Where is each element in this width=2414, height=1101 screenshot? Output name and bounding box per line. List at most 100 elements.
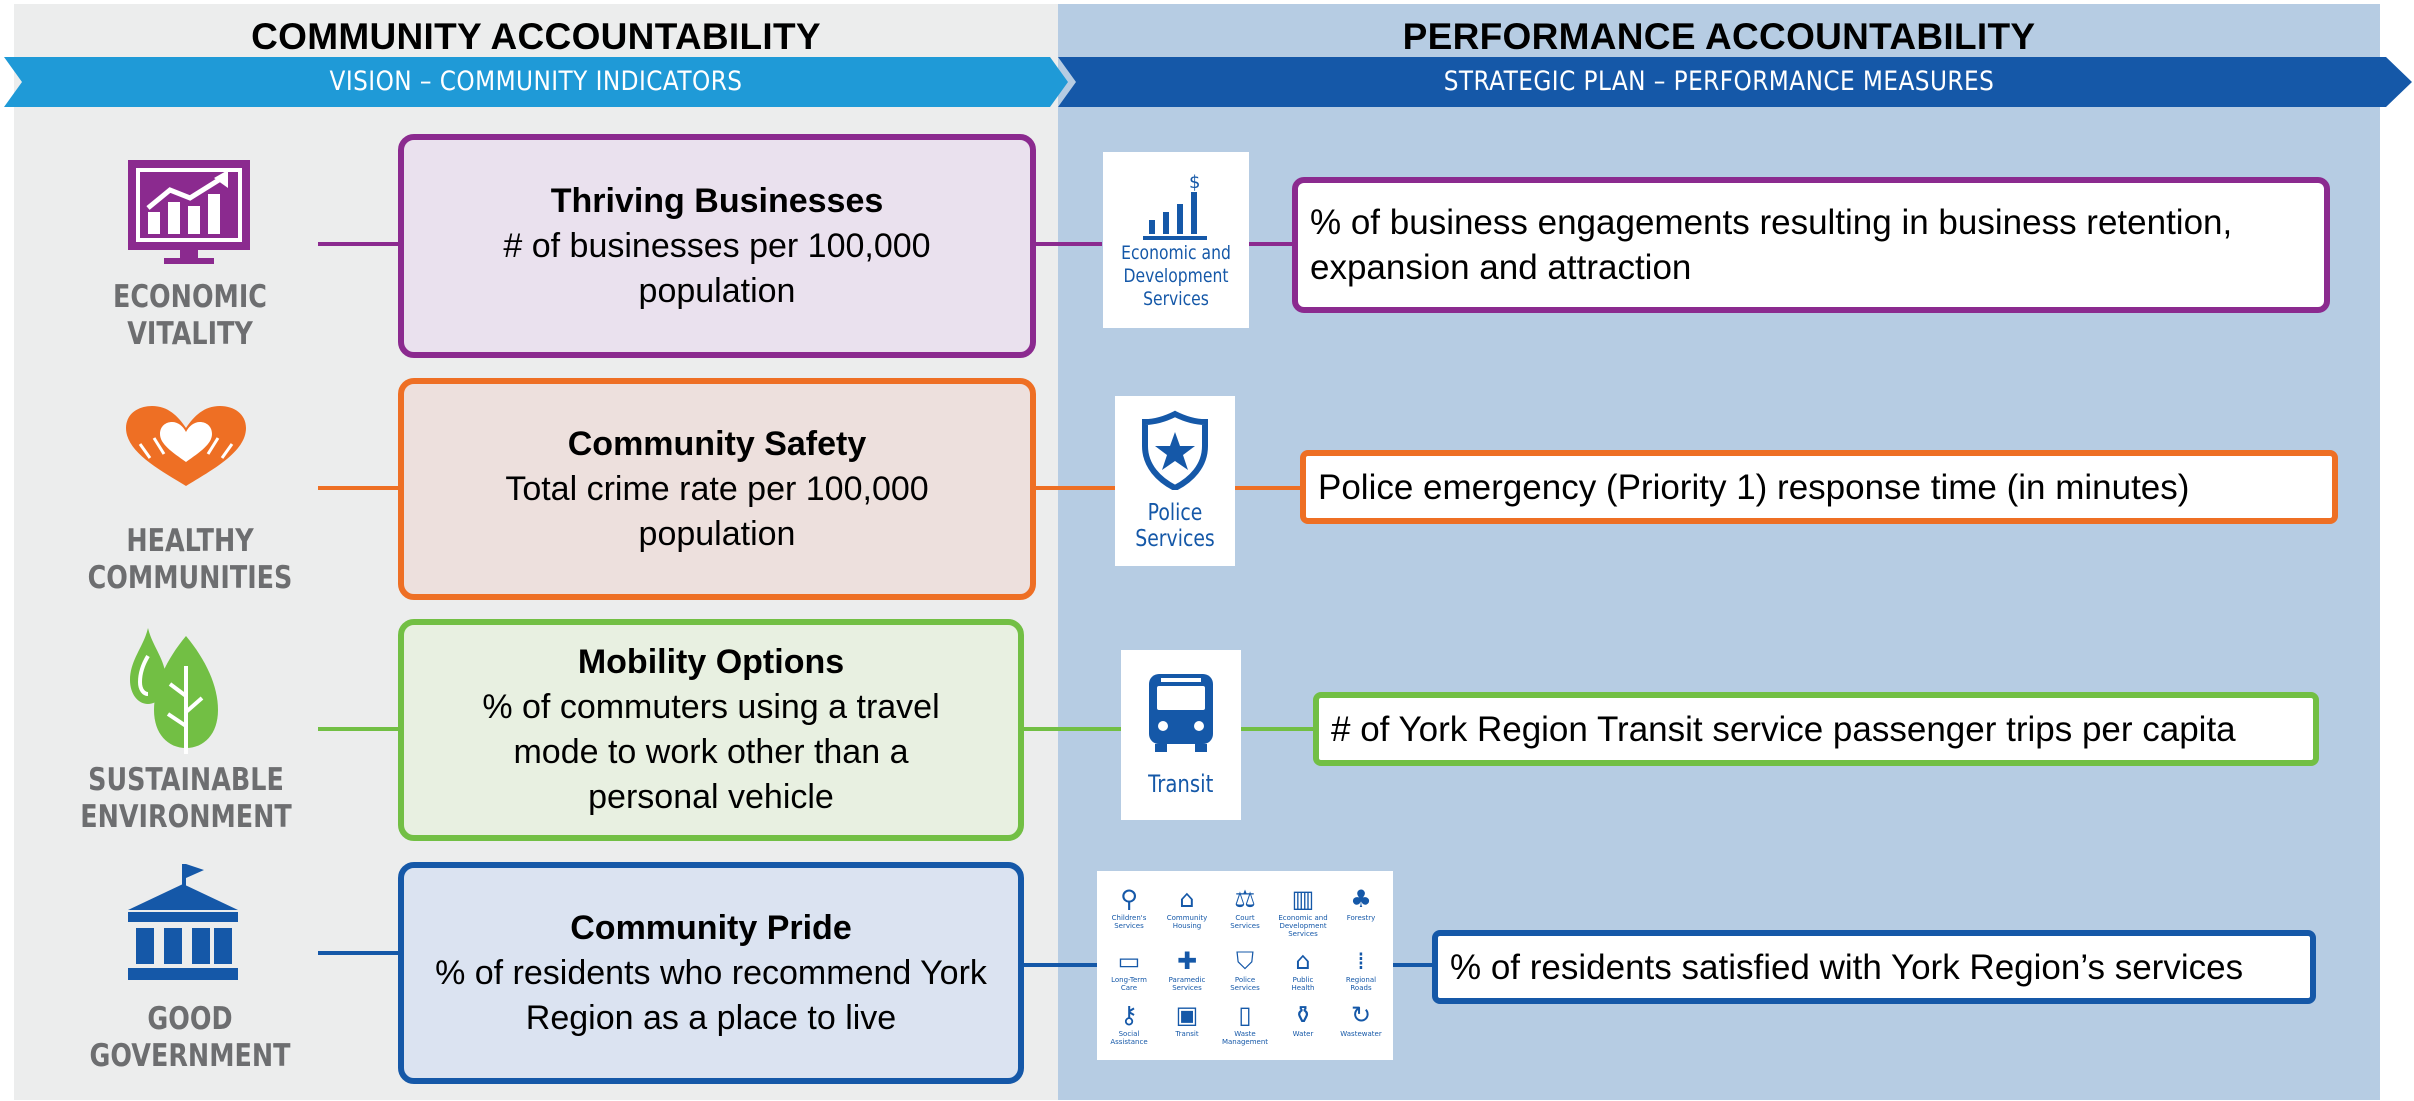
service-grid-label-line: Services xyxy=(1230,983,1260,992)
service-grid-label: Forestry xyxy=(1347,914,1376,922)
service-grid-label-line: Water xyxy=(1292,1029,1314,1038)
connector-line xyxy=(1036,486,1116,490)
service-grid-label-line: Transit xyxy=(1175,1029,1199,1038)
service-grid-label-line: Services xyxy=(1114,921,1144,930)
economic-vitality-label: ECONOMIC VITALITY xyxy=(87,279,294,353)
service-grid-label-line: Health xyxy=(1291,983,1315,992)
rising-chart-monitor-icon xyxy=(128,160,250,264)
left-banner-arrow xyxy=(4,57,1068,107)
measure-box-police-response: Police emergency (Priority 1) response t… xyxy=(1300,450,2338,524)
service-grid-icon: ⌂ xyxy=(1179,884,1195,913)
service-grid-label-line: Police xyxy=(1234,975,1256,984)
service-grid-icon: ⚷ xyxy=(1120,1000,1138,1029)
service-grid-label-line: Assistance xyxy=(1110,1037,1148,1046)
category-label-line: SUSTAINABLE xyxy=(88,762,284,798)
vision-community-indicators-banner: VISION – COMMUNITY INDICATORS xyxy=(329,66,743,97)
right-banner-arrow xyxy=(1058,57,2412,107)
indicator-title: Thriving Businesses xyxy=(550,181,884,220)
service-grid-item: ♣Forestry xyxy=(1332,886,1390,938)
measure-box-resident-satisfaction: % of residents satisfied with York Regio… xyxy=(1432,930,2316,1004)
connector-line xyxy=(1024,727,1122,731)
indicator-text: Total crime rate per 100,000 population xyxy=(505,469,929,553)
category-label-line: VITALITY xyxy=(127,316,253,352)
service-grid-label-line: Services xyxy=(1230,921,1260,930)
performance-accountability-title: PERFORMANCE ACCOUNTABILITY xyxy=(1402,16,2036,57)
connector-line xyxy=(318,242,400,246)
connector-line xyxy=(1393,963,1433,967)
service-grid-icon: ✚ xyxy=(1176,946,1198,975)
service-grid-icon: ▭ xyxy=(1117,946,1141,975)
indicator-title: Mobility Options xyxy=(577,643,845,681)
banner-arrows xyxy=(4,57,2412,107)
category-label-line: COMMUNITIES xyxy=(87,560,293,596)
service-grid-label-line: Development xyxy=(1279,921,1327,930)
service-grid-label-line: Community xyxy=(1166,913,1208,922)
service-card-economic-development: $ Economic and Development Services xyxy=(1103,152,1249,328)
bus-icon xyxy=(1149,674,1213,752)
service-grid-item: ▣Transit xyxy=(1158,1002,1216,1046)
category-label-line: GOVERNMENT xyxy=(89,1038,291,1074)
connector-line xyxy=(1235,486,1301,490)
service-grid-label-line: Management xyxy=(1221,1037,1269,1046)
connector-line xyxy=(1024,963,1098,967)
service-label: Economic and Development Services xyxy=(1121,241,1231,310)
service-card-police: Police Services xyxy=(1115,396,1235,566)
svg-text:$: $ xyxy=(1189,172,1200,193)
service-grid-label: Water xyxy=(1293,1030,1314,1038)
service-grid-icon: ▥ xyxy=(1291,884,1315,913)
strategic-plan-performance-measures-banner: STRATEGIC PLAN – PERFORMANCE MEASURES xyxy=(1443,66,1995,97)
indicator-box-community-pride: Community Pride % of residents who recom… xyxy=(398,862,1024,1084)
indicator-title: Community Pride xyxy=(570,908,852,947)
service-grid-icon: ▯ xyxy=(1238,1000,1252,1029)
measure-text: # of York Region Transit service passeng… xyxy=(1331,709,2236,749)
sustainable-environment-label: SUSTAINABLE ENVIRONMENT xyxy=(76,762,296,836)
category-label-line: ENVIRONMENT xyxy=(80,799,292,835)
indicator-text: # of businesses per 100,000 population xyxy=(503,226,931,310)
service-label: Police Services xyxy=(1135,500,1215,552)
connector-line xyxy=(1249,242,1293,246)
service-card-transit: Transit xyxy=(1121,650,1241,820)
measure-text: Police emergency (Priority 1) response t… xyxy=(1318,467,2190,507)
heart-hands-icon xyxy=(126,406,246,486)
bar-chart-dollar-icon: $ xyxy=(1143,172,1207,240)
service-grid-label-line: Public xyxy=(1292,975,1314,984)
indicator-text: % of residents who recommend York Region… xyxy=(435,953,987,1037)
service-grid-label: Wastewater xyxy=(1340,1030,1381,1038)
service-grid-label-line: Court xyxy=(1235,913,1255,922)
connector-line xyxy=(1241,727,1315,731)
category-label-line: ECONOMIC xyxy=(113,279,267,315)
service-grid-label-line: Social xyxy=(1118,1029,1140,1038)
connector-line xyxy=(318,486,400,490)
service-grid-label-line: Waste xyxy=(1234,1029,1256,1038)
community-accountability-title: COMMUNITY ACCOUNTABILITY xyxy=(251,16,821,57)
indicator-box-thriving-businesses: Thriving Businesses # of businesses per … xyxy=(398,134,1036,358)
service-grid-label-line: Roads xyxy=(1350,983,1372,992)
indicator-box-community-safety: Community Safety Total crime rate per 10… xyxy=(398,378,1036,600)
measure-box-business-engagements: % of business engagements resulting in b… xyxy=(1292,177,2330,313)
service-grid-item: ↻Wastewater xyxy=(1332,1002,1390,1046)
service-grid-icon: ⚖ xyxy=(1234,884,1256,913)
service-grid-label-line: Long-Term xyxy=(1111,975,1147,984)
category-label-line: GOOD xyxy=(147,1001,233,1037)
service-grid-icon: ⚱ xyxy=(1292,1000,1314,1029)
service-grid-label-line: Care xyxy=(1120,983,1138,992)
indicator-text: % of commuters using a travel mode to wo… xyxy=(482,688,940,816)
connector-line xyxy=(318,951,400,955)
service-grid-label-line: Paramedic xyxy=(1168,975,1206,984)
